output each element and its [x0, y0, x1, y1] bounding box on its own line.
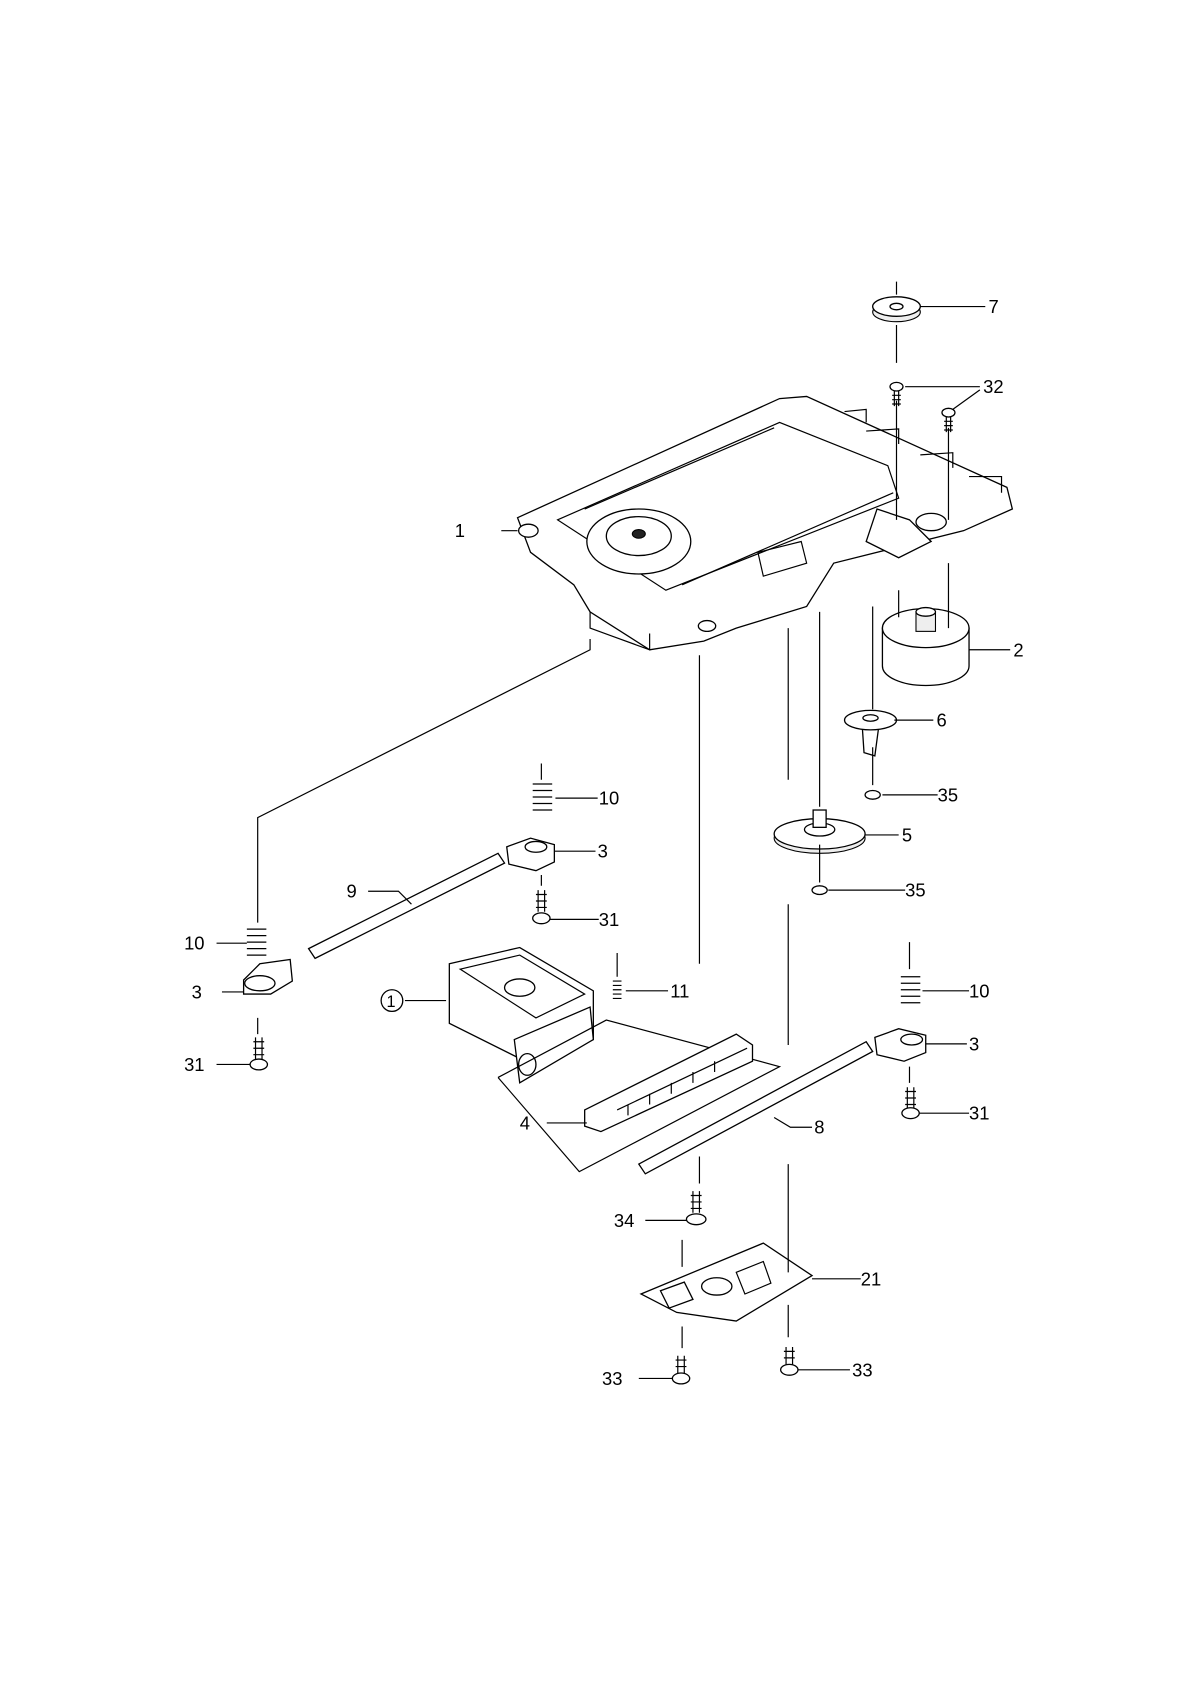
gear-part-5: [773, 809, 866, 854]
callout-31: 31: [184, 1054, 204, 1075]
chassis-part: [516, 395, 1014, 651]
screw-part-31: [249, 890, 920, 1120]
callout-4: 4: [520, 1112, 530, 1133]
callout-3: 3: [969, 1033, 979, 1054]
callout-11: 11: [670, 980, 689, 1001]
callout-3: 3: [598, 841, 608, 862]
screw-part-33: [671, 1347, 799, 1385]
callout-pickup-circled: 1: [380, 989, 404, 1013]
guide-rod-part-8: [637, 1040, 874, 1175]
callout-10: 10: [969, 980, 989, 1001]
callout-8: 8: [814, 1117, 824, 1138]
callout-5: 5: [902, 824, 912, 845]
callout-21: 21: [861, 1268, 881, 1289]
callout-10: 10: [184, 933, 204, 954]
callout-9: 9: [346, 881, 356, 902]
motor-part-2: [881, 606, 970, 687]
callout-35: 35: [938, 784, 958, 805]
spring-part-10: [246, 783, 921, 1004]
washer-part-35: [864, 789, 881, 800]
callout-31: 31: [599, 909, 619, 930]
washer-part-35: [811, 885, 828, 896]
screw-part-32: [889, 381, 956, 433]
callout-31: 31: [969, 1103, 989, 1124]
callout-32: 32: [983, 376, 1003, 397]
rack-part-4: [584, 1033, 754, 1133]
callout-10: 10: [599, 788, 619, 809]
screw-part-34: [685, 1191, 707, 1226]
callout-7: 7: [989, 296, 999, 317]
optical-pickup: [448, 946, 782, 1173]
callout-1: 1: [455, 520, 465, 541]
callout-6: 6: [937, 710, 947, 731]
callout-2: 2: [1013, 639, 1023, 660]
callout-33: 33: [602, 1368, 622, 1389]
guide-rod-part-9: [307, 852, 506, 960]
callout-35: 35: [905, 880, 925, 901]
gear-part-6: [843, 709, 898, 757]
callout-34: 34: [614, 1210, 634, 1231]
svg-text:1: 1: [387, 993, 396, 1011]
assembly-lines: [257, 281, 950, 1349]
holder-part-3: [242, 837, 927, 1062]
pcb-part-21: [639, 1242, 814, 1322]
callout-leaders: [216, 305, 1011, 1380]
gear-part-7: [872, 296, 921, 323]
callout-3: 3: [192, 981, 202, 1002]
callout-33: 33: [852, 1359, 872, 1380]
